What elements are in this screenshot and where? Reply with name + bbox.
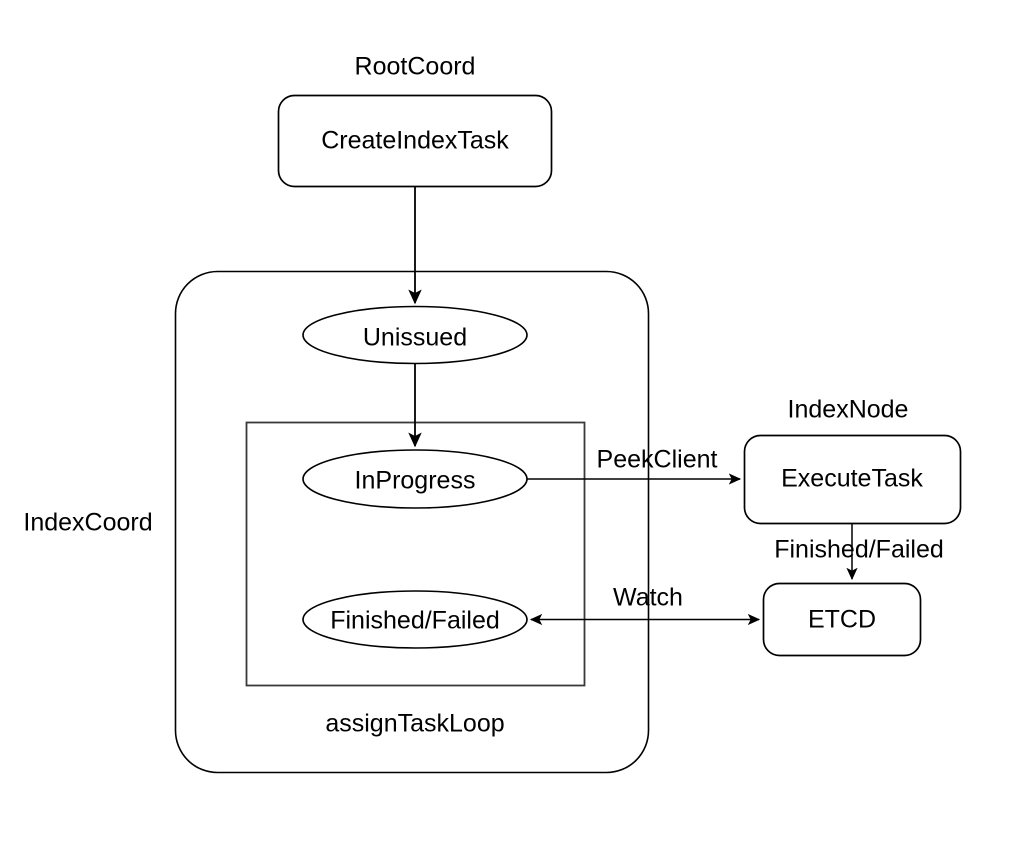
node-etcd: [762, 582, 922, 657]
container-indexcoord: [174, 270, 650, 774]
node-finishedfailed: [302, 590, 528, 649]
node-inprogress: [302, 449, 528, 509]
node-unissued: [302, 305, 528, 365]
node-executetask: [743, 434, 962, 525]
node-createindextask: [277, 94, 553, 188]
